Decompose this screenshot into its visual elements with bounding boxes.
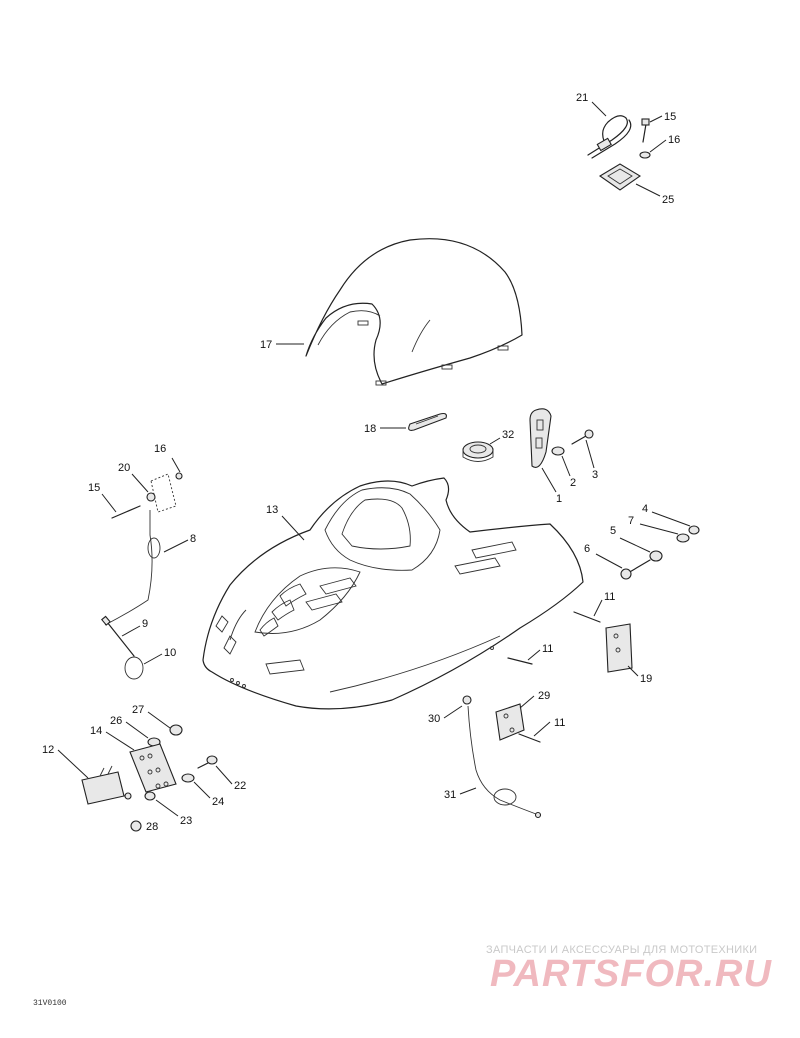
callout-label: 31 <box>444 789 456 801</box>
callout-label: 21 <box>576 92 588 104</box>
callout-label: 11 <box>554 717 565 729</box>
callout-label: 20 <box>118 462 130 474</box>
part-washer-24 <box>181 773 195 783</box>
callout-label: 7 <box>628 515 634 527</box>
part-washer-top <box>639 151 651 159</box>
callout-label: 12 <box>42 744 54 756</box>
callout-label: 22 <box>234 780 246 792</box>
part-nut-27 <box>169 724 183 736</box>
callout-label: 27 <box>132 704 144 716</box>
callout-label: 11 <box>604 591 615 603</box>
part-nut-4 <box>688 525 700 535</box>
part-cable-tie <box>587 115 632 159</box>
part-retainer <box>408 412 447 431</box>
watermark-brand: PARTSFOR.RU <box>490 953 772 995</box>
part-tether-cable-right <box>467 705 542 819</box>
callout-label: 14 <box>90 725 102 737</box>
part-screw-22 <box>197 755 218 769</box>
part-screw-left <box>111 505 141 519</box>
part-nut-30 <box>462 695 472 705</box>
callout-label: 8 <box>190 533 196 545</box>
callout-label: 16 <box>154 443 166 455</box>
callout-label: 3 <box>592 469 598 481</box>
callout-label: 16 <box>668 134 680 146</box>
part-washer-5 <box>649 550 663 562</box>
callout-label: 11 <box>542 643 553 655</box>
callout-label: 15 <box>88 482 100 494</box>
callout-label: 24 <box>212 796 224 808</box>
part-plate-12 <box>81 765 132 805</box>
part-screw-11-a <box>573 611 601 623</box>
part-mount-base <box>598 163 642 191</box>
part-rod-left <box>100 615 135 657</box>
part-screw-top <box>641 118 650 143</box>
callout-label: 28 <box>146 821 158 833</box>
part-grommet <box>462 441 494 462</box>
part-nut-28 <box>130 820 142 832</box>
part-flap-19 <box>605 623 633 673</box>
callout-label: 32 <box>502 429 514 441</box>
callout-label: 1 <box>556 493 562 505</box>
part-windshield <box>305 238 523 386</box>
part-clip-left <box>146 492 156 502</box>
part-ring-left <box>124 656 144 680</box>
callout-label: 10 <box>164 647 176 659</box>
callout-label: 25 <box>662 194 674 206</box>
callout-label: 29 <box>538 690 550 702</box>
figure-code: 31V0100 <box>33 999 67 1008</box>
watermark-tagline: ЗАПЧАСТИ И АКСЕССУАРЫ ДЛЯ МОТОТЕХНИКИ <box>486 944 758 956</box>
callout-label: 5 <box>610 525 616 537</box>
part-bracket-29 <box>495 703 525 741</box>
part-hinge-14 <box>129 743 177 793</box>
callout-label: 15 <box>664 111 676 123</box>
part-screw-latch <box>571 429 594 445</box>
part-washer-7 <box>676 533 690 543</box>
callout-label: 6 <box>584 543 590 555</box>
callout-label: 19 <box>640 673 652 685</box>
part-tether-cable-upper <box>104 509 161 626</box>
callout-label: 9 <box>142 618 148 630</box>
callout-label: 13 <box>266 504 278 516</box>
part-screw-11-b <box>507 657 533 665</box>
part-nut-23 <box>144 791 156 801</box>
part-screw-11-c <box>518 733 541 743</box>
leader-lines <box>57 101 691 817</box>
callout-label: 17 <box>260 339 272 351</box>
callout-label: 30 <box>428 713 440 725</box>
callout-label: 23 <box>180 815 192 827</box>
part-bolt-6 <box>620 559 651 580</box>
part-bracket-left <box>150 472 183 513</box>
callout-label: 18 <box>364 423 376 435</box>
part-latch-strap <box>529 408 552 468</box>
part-hood <box>202 477 584 710</box>
callout-numbers: 21 15 16 25 17 18 32 2 3 1 16 20 15 13 8… <box>42 92 680 833</box>
callout-label: 2 <box>570 477 576 489</box>
callout-label: 4 <box>642 503 648 515</box>
part-spacer <box>551 446 565 456</box>
callout-label: 26 <box>110 715 122 727</box>
